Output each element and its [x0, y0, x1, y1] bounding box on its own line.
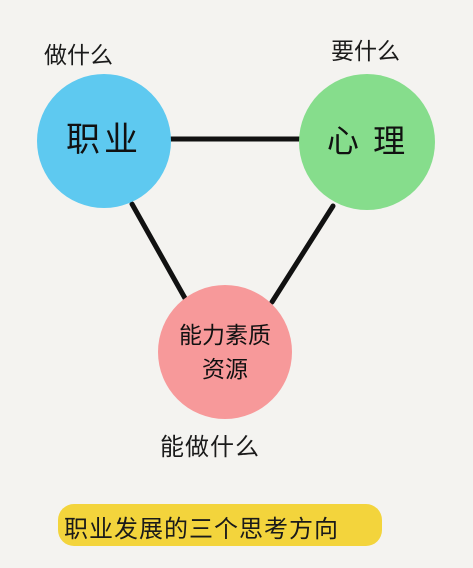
node-ability-circle	[158, 285, 292, 419]
edge-career-ability	[129, 201, 189, 303]
edge-mind-ability	[269, 203, 336, 305]
ability-caption: 能做什么	[160, 433, 260, 461]
footer-title: 职业发展的三个思考方向	[64, 515, 339, 543]
mind-label: 心 理	[326, 122, 408, 160]
ability-label-line1: 能力素质	[179, 323, 271, 349]
career-label: 职业	[66, 120, 142, 160]
node-career-circle	[37, 74, 171, 208]
mind-caption: 要什么	[331, 39, 400, 65]
footer-highlight	[58, 504, 382, 546]
node-mind-circle	[299, 74, 435, 210]
career-caption: 做什么	[44, 43, 113, 69]
ability-label-line2: 资源	[202, 357, 248, 383]
